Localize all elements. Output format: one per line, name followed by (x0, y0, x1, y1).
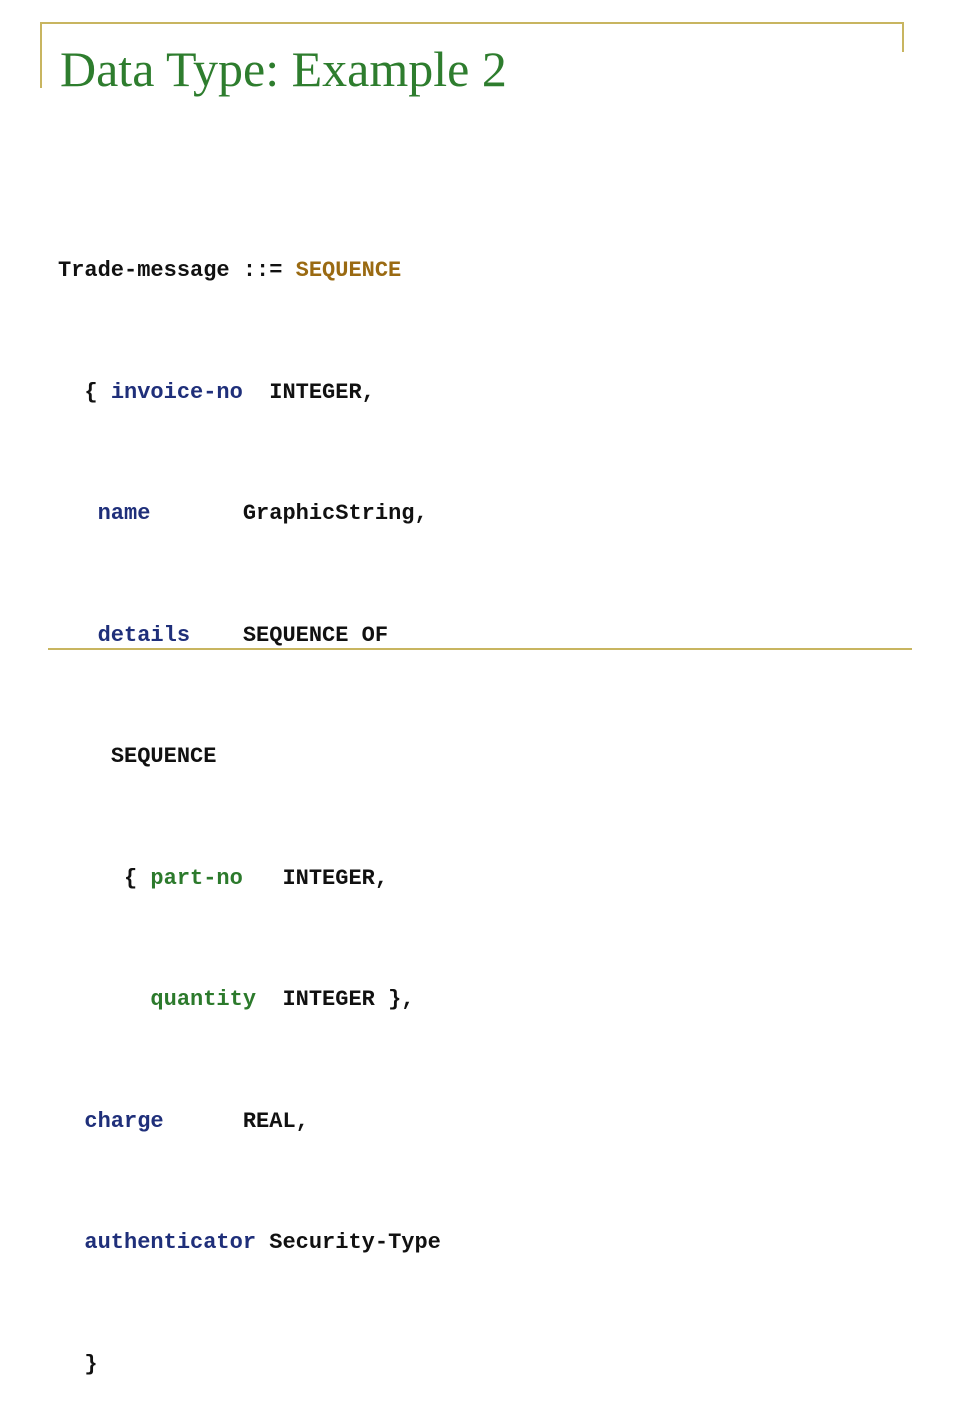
code-line-1: Trade-message ::= SEQUENCE (58, 251, 441, 292)
indent: { (58, 379, 111, 405)
field-type: GraphicString, (242, 501, 428, 526)
field-name: name (97, 501, 151, 526)
spacer (256, 1230, 269, 1255)
indent: { (58, 865, 151, 891)
field-name: invoice-no (110, 379, 243, 405)
field-type: SEQUENCE OF (242, 622, 389, 648)
asn1-code-block: Trade-message ::= SEQUENCE { invoice-no … (58, 170, 441, 1426)
spacer (243, 866, 283, 891)
spacer (190, 623, 243, 648)
code-line-8: charge REAL, (58, 1102, 441, 1143)
keyword-sequence: SEQUENCE (295, 258, 402, 283)
code-line-6: { part-no INTEGER, (58, 859, 441, 900)
field-name: authenticator (84, 1230, 257, 1255)
frame-left-rule (40, 22, 42, 88)
field-name: details (97, 622, 191, 648)
field-type: REAL, (242, 1108, 309, 1134)
code-line-4: details SEQUENCE OF (58, 616, 441, 657)
field-type: SEQUENCE (110, 744, 217, 769)
frame-top-rule (40, 22, 904, 24)
subfield-name: quantity (150, 987, 257, 1012)
indent (58, 1230, 84, 1255)
closing-brace: } (58, 1351, 98, 1377)
field-type: INTEGER, (269, 379, 375, 405)
code-line-3: name GraphicString, (58, 494, 441, 535)
frame-right-rule (902, 22, 904, 52)
frame-bottom-rule (48, 648, 912, 650)
field-type: INTEGER }, (282, 987, 415, 1012)
code-line-10: } (58, 1345, 441, 1386)
spacer (164, 1109, 243, 1134)
type-name: Trade-message ::= (58, 258, 296, 283)
subfield-name: part-no (150, 865, 243, 891)
indent (58, 744, 111, 769)
field-name: charge (84, 1108, 164, 1134)
slide-title: Data Type: Example 2 (60, 41, 507, 97)
code-line-2: { invoice-no INTEGER, (58, 373, 441, 414)
spacer (256, 987, 282, 1012)
indent (58, 987, 150, 1012)
code-line-5: SEQUENCE (58, 737, 441, 778)
indent (58, 1109, 84, 1134)
field-type: INTEGER, (282, 865, 389, 891)
code-line-7: quantity INTEGER }, (58, 980, 441, 1021)
field-type: Security-Type (269, 1230, 441, 1255)
spacer (243, 380, 269, 405)
spacer (150, 501, 242, 526)
indent (58, 623, 98, 648)
indent (58, 501, 98, 526)
code-line-9: authenticator Security-Type (58, 1223, 441, 1264)
